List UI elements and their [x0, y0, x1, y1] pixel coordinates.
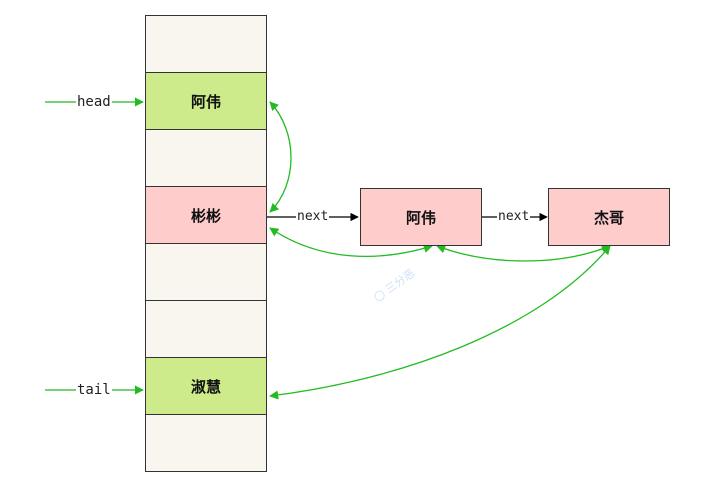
array-slot-4 — [145, 243, 267, 301]
array-slot-1-filled: 阿伟 — [145, 72, 267, 130]
tail-label: tail — [76, 382, 112, 398]
chain-node-jiege: 杰哥 — [548, 188, 670, 246]
next-label-1: next — [296, 209, 330, 224]
order-link-awei-binbin — [269, 101, 292, 213]
array-slot-5 — [145, 300, 267, 358]
array-slot-6-filled: 淑慧 — [145, 357, 267, 415]
array-slot-7 — [145, 414, 267, 472]
chain-node-awei: 阿伟 — [360, 188, 482, 246]
array-slot-3-filled: 彬彬 — [145, 186, 267, 244]
head-label: head — [76, 94, 112, 110]
array-slot-2 — [145, 129, 267, 187]
order-link-jiege-shuhui — [269, 245, 611, 400]
next-label-2: next — [497, 209, 531, 224]
array-slot-0 — [145, 15, 267, 73]
order-link-awei2-jiege — [436, 244, 611, 262]
